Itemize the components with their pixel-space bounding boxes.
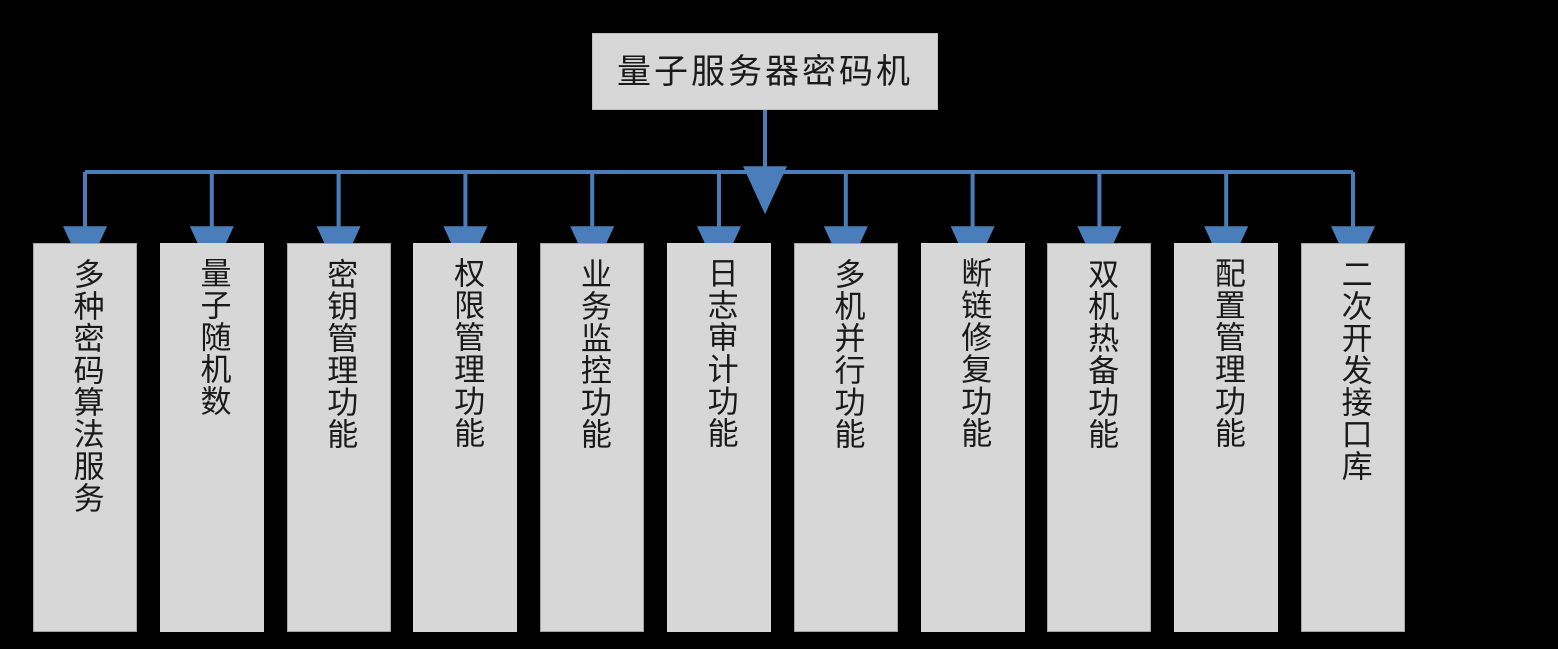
leaf-node-label: 双机热备功能 (1082, 258, 1119, 450)
leaf-node-11[interactable]: 二次开发接口库 (1301, 243, 1405, 632)
leaf-node-label: 二次开发接口库 (1335, 258, 1372, 482)
leaf-node-label: 业务监控功能 (574, 258, 611, 450)
leaf-node-label: 量子随机数 (194, 257, 231, 417)
root-node-label: 量子服务器密码机 (617, 51, 913, 92)
leaf-node-10[interactable]: 配置管理功能 (1174, 243, 1279, 632)
leaf-node-label: 密钥管理功能 (321, 258, 358, 450)
leaf-node-5[interactable]: 业务监控功能 (540, 243, 645, 632)
leaf-node-7[interactable]: 多机并行功能 (793, 243, 898, 632)
leaf-node-2[interactable]: 量子随机数 (159, 243, 264, 632)
leaf-node-label: 权限管理功能 (448, 257, 485, 449)
leaf-node-9[interactable]: 双机热备功能 (1047, 243, 1152, 632)
root-node[interactable]: 量子服务器密码机 (592, 33, 938, 110)
leaf-node-label: 多机并行功能 (828, 258, 865, 450)
leaf-node-1[interactable]: 多种密码算法服务 (33, 243, 137, 632)
leaf-node-label: 多种密码算法服务 (67, 258, 104, 514)
connector-group (63, 110, 1375, 275)
leaf-node-8[interactable]: 断链修复功能 (920, 243, 1025, 632)
leaf-node-label: 配置管理功能 (1208, 257, 1245, 449)
leaf-node-3[interactable]: 密钥管理功能 (286, 243, 391, 632)
leaf-node-row: 多种密码算法服务 量子随机数 密钥管理功能 权限管理功能 业务监控功能 日志审计功能 多机并… (0, 243, 1558, 633)
leaf-node-label: 日志审计功能 (701, 257, 738, 449)
leaf-node-6[interactable]: 日志审计功能 (667, 243, 771, 632)
leaf-node-4[interactable]: 权限管理功能 (413, 243, 518, 632)
leaf-node-label: 断链修复功能 (955, 257, 992, 449)
